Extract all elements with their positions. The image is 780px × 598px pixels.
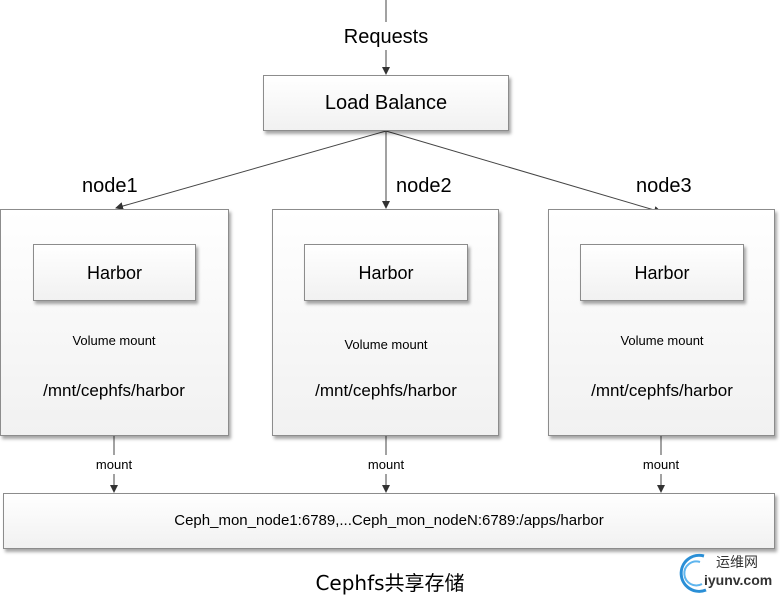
node3-path-label: /mnt/cephfs/harbor xyxy=(591,381,733,400)
watermark-logo-icon xyxy=(679,553,707,593)
node2-volume-mount-label: Volume mount xyxy=(344,337,428,352)
node1-label: node1 xyxy=(82,175,138,197)
node1-mount-label: mount xyxy=(95,457,133,472)
watermark-text-cn: 运维网 xyxy=(716,555,758,571)
ceph-storage-label: Ceph_mon_node1:6789,...Ceph_mon_nodeN:67… xyxy=(174,512,604,529)
node1-path-label: /mnt/cephfs/harbor xyxy=(43,381,185,400)
lb-to-node3-arrow xyxy=(385,130,662,214)
node3-harbor-box: Harbor xyxy=(580,244,744,301)
node2-harbor-label: Harbor xyxy=(358,263,414,283)
node1-harbor-label: Harbor xyxy=(86,263,143,283)
lb-to-node1-arrow xyxy=(115,130,387,210)
node2-harbor-box: Harbor xyxy=(304,244,468,301)
node1-harbor-box: Harbor xyxy=(33,244,196,301)
node3-mount-label: mount xyxy=(642,457,680,472)
node3-harbor-label: Harbor xyxy=(634,263,690,283)
load-balancer-label: Load Balance xyxy=(324,92,448,114)
node3-label: node3 xyxy=(636,175,692,197)
requests-label: Requests xyxy=(343,26,429,48)
diagram-caption: Cephfs共享存储 xyxy=(315,571,465,595)
node2-mount-label: mount xyxy=(367,457,405,472)
watermark: 运维网 iyunv.com xyxy=(676,548,780,596)
node2-path-label: /mnt/cephfs/harbor xyxy=(315,381,457,400)
ceph-storage-box: Ceph_mon_node1:6789,...Ceph_mon_nodeN:67… xyxy=(3,493,775,549)
load-balancer-box: Load Balance xyxy=(263,75,509,131)
node3-volume-mount-label: Volume mount xyxy=(620,333,704,348)
node2-label: node2 xyxy=(396,175,452,197)
watermark-text-en: iyunv.com xyxy=(704,572,773,588)
node1-volume-mount-label: Volume mount xyxy=(72,333,156,348)
